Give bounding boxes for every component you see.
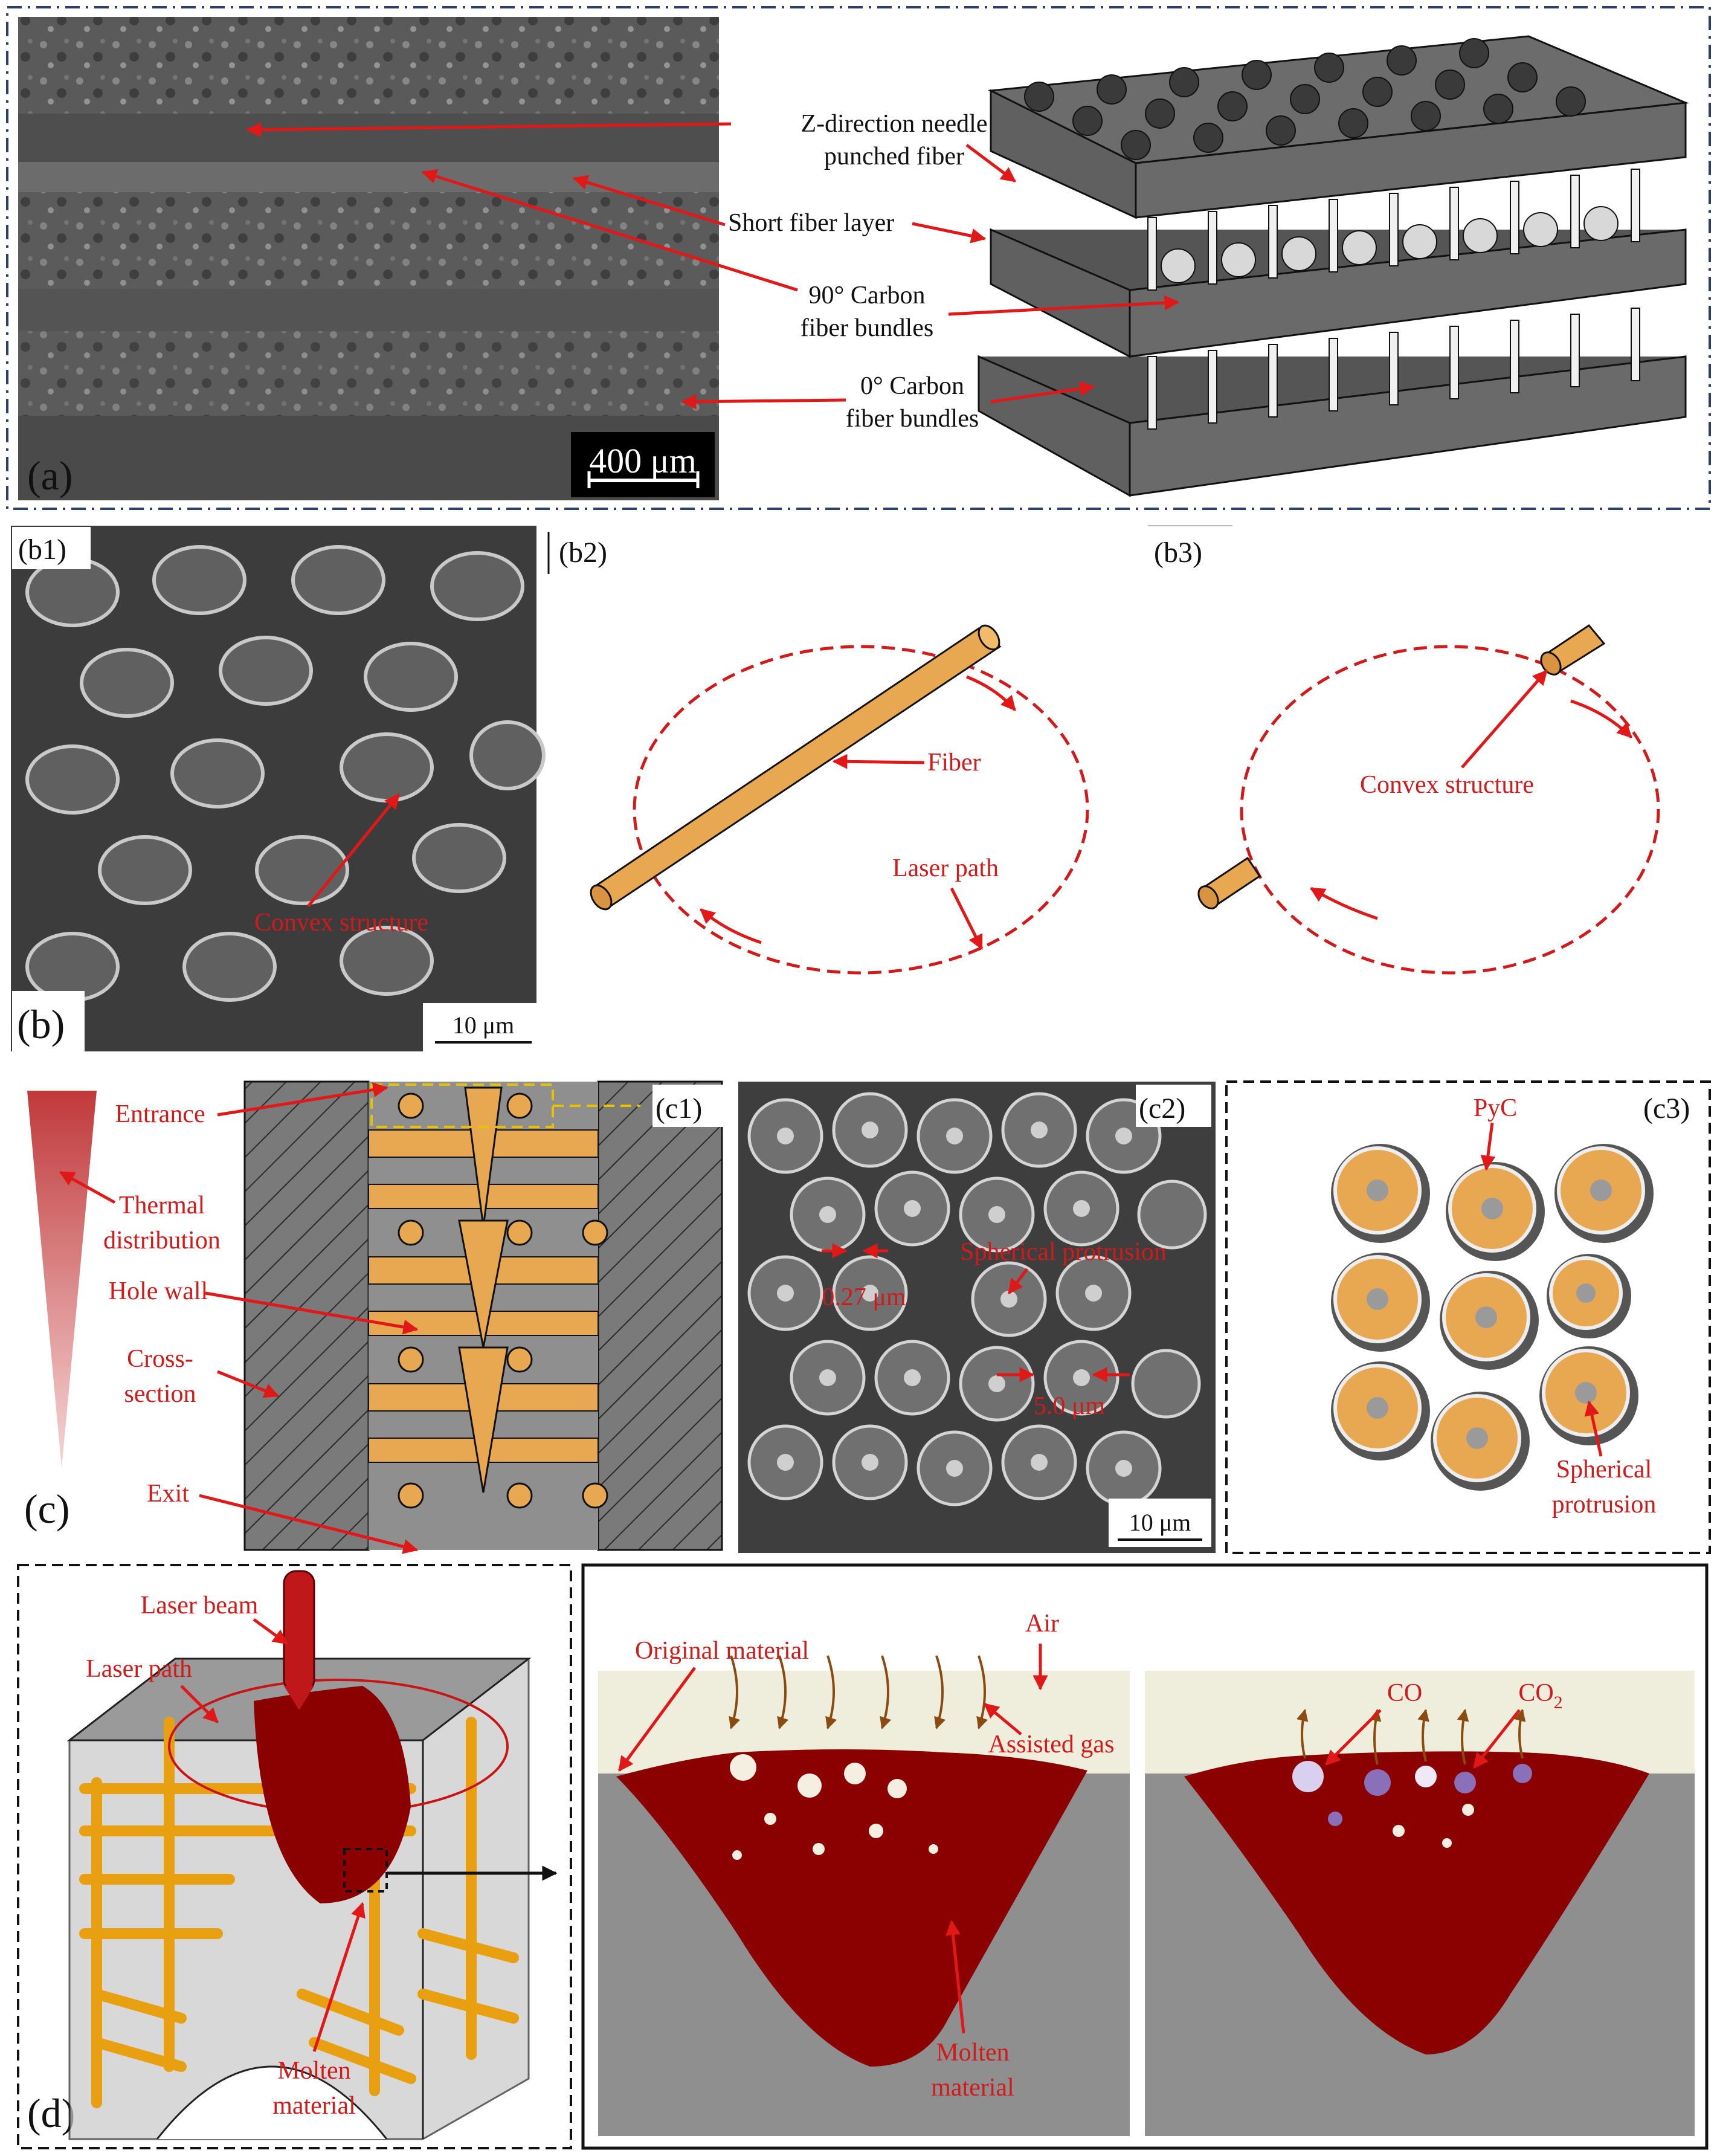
- label-fiber: Fiber: [927, 749, 981, 776]
- panel-a-scale-bar: 400 μm: [589, 441, 697, 480]
- panel-c: (c): [24, 1080, 1711, 1554]
- label-laser-path-b2: Laser path: [892, 854, 999, 882]
- thermal-gradient-wedge: [27, 1091, 97, 1468]
- panel-a-sem-image: [18, 17, 719, 500]
- label-hole-wall: Hole wall: [109, 1277, 208, 1305]
- label-dim-50: 5.0 μm: [1034, 1392, 1106, 1420]
- panel-a-arrows: [246, 122, 1180, 410]
- label-molten-line2: material: [931, 2074, 1014, 2102]
- label-cross-section-line1: Cross-: [127, 1345, 193, 1373]
- label-co2: CO2: [1518, 1679, 1562, 1712]
- label-convex-structure: Convex structure: [1360, 771, 1534, 799]
- b3-convex-fiber-bottom: [1197, 856, 1261, 909]
- panel-b1-tag: (b1): [18, 534, 66, 566]
- label-laser-path-d: Laser path: [86, 1655, 192, 1683]
- label-molten-left-line2: material: [272, 2092, 356, 2120]
- label-assisted-gas: Assisted gas: [988, 1731, 1115, 1758]
- label-0-bundles-line1: 0° Carbon: [860, 372, 964, 400]
- label-cross-section-line2: section: [124, 1380, 196, 1408]
- label-spherical-protrusion-sem: Spherical protrusion: [960, 1238, 1167, 1266]
- panel-c3-fiber-cross-sections: [1331, 1144, 1654, 1491]
- label-original-material: Original material: [635, 1637, 809, 1665]
- label-90-bundles-line1: 90° Carbon: [809, 282, 926, 309]
- label-thermal-line1: Thermal: [119, 1192, 205, 1219]
- label-co: CO: [1387, 1679, 1422, 1707]
- label-molten-left-line1: Molten: [277, 2057, 350, 2085]
- label-thermal-line2: distribution: [103, 1227, 221, 1254]
- label-90-bundles-line2: fiber bundles: [801, 314, 933, 342]
- label-spherical-line2: protrusion: [1552, 1491, 1657, 1519]
- panel-b-tag: (b): [17, 1001, 65, 1047]
- panel-c2-tag: (c2): [1139, 1093, 1185, 1125]
- b2-fiber-rod: [590, 624, 1002, 911]
- label-co2-base: CO: [1518, 1679, 1553, 1707]
- label-entrance: Entrance: [115, 1100, 205, 1128]
- label-molten-line1: Molten: [936, 2039, 1009, 2067]
- label-spherical-line1: Spherical: [1556, 1456, 1652, 1483]
- panel-a-block-schematic: [978, 35, 1689, 497]
- panel-d: (d): [17, 1563, 1709, 2150]
- panel-a-tag: (a): [27, 453, 72, 499]
- zoom-left-melt-pool: [598, 1655, 1130, 2136]
- laser-beam-icon: [283, 1570, 315, 1710]
- panel-c3-tag: (c3): [1643, 1093, 1690, 1125]
- panel-b1-scale-bar: 10 μm: [453, 1012, 515, 1039]
- panel-b3-tag: (b3): [1154, 537, 1202, 569]
- label-pyc: PyC: [1474, 1094, 1517, 1122]
- panel-a: 400 μm (a): [6, 6, 1711, 510]
- panel-c-tag: (c): [24, 1486, 69, 1532]
- label-co2-subscript: 2: [1554, 1693, 1563, 1712]
- panel-b2-tag: (b2): [559, 537, 607, 569]
- panel-b: (b1) (b) 10 μm Convex structure (b2) Fib…: [11, 525, 1660, 1051]
- panel-c1-hole-schematic: [243, 1080, 723, 1551]
- label-dim-027: 0.27 μm: [822, 1283, 906, 1311]
- panel-c2-scale-bar: 10 μm: [1129, 1509, 1191, 1536]
- label-laser-beam: Laser beam: [141, 1592, 259, 1619]
- zoom-right-melt-pool: [1145, 1671, 1695, 2136]
- label-z-direction-line1: Z-direction needle: [801, 110, 987, 138]
- panel-d-tag: (d): [27, 2090, 75, 2136]
- label-exit: Exit: [147, 1480, 189, 1508]
- label-convex-structure-sem: Convex structure: [254, 909, 428, 937]
- b3-convex-fiber-top: [1540, 624, 1606, 676]
- panel-b1-sem-image: [11, 526, 546, 1051]
- label-0-bundles-line2: fiber bundles: [846, 405, 979, 433]
- label-short-fiber-layer: Short fiber layer: [728, 209, 894, 237]
- label-z-direction-line2: punched fiber: [824, 143, 964, 170]
- panel-c1-tag: (c1): [656, 1093, 702, 1125]
- b2-laser-path-ellipse: [633, 645, 1089, 975]
- label-air: Air: [1025, 1610, 1059, 1638]
- panel-c2-sem-image: [738, 1082, 1216, 1553]
- b3-laser-path-ellipse: [1240, 645, 1660, 975]
